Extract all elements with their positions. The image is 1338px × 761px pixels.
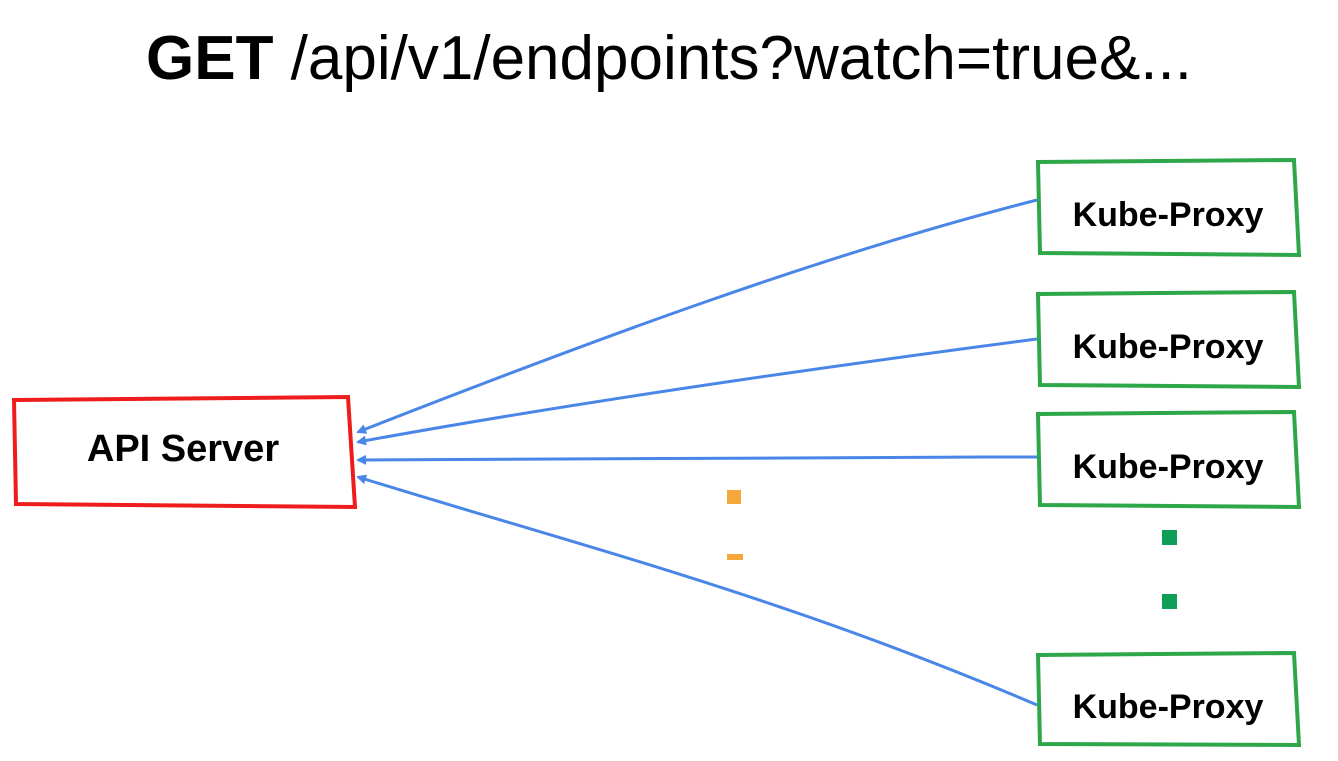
ellipsis-dot xyxy=(727,490,741,504)
kube-proxy-label: Kube-Proxy xyxy=(1073,688,1264,726)
api-server-node: API Server xyxy=(11,394,358,510)
ellipsis-dot xyxy=(727,554,743,560)
kube-proxy-box xyxy=(1035,157,1302,258)
kube-proxy-node: Kube-Proxy xyxy=(1035,289,1302,390)
ellipsis-dot xyxy=(1162,594,1177,609)
ellipsis-dot xyxy=(1162,530,1177,545)
page-title: GET /api/v1/endpoints?watch=true&... xyxy=(0,22,1338,96)
kube-proxy-label: Kube-Proxy xyxy=(1073,448,1264,486)
kube-proxy-label: Kube-Proxy xyxy=(1073,328,1264,366)
kube-proxy-box xyxy=(1035,289,1302,390)
api-server-label: API Server xyxy=(87,428,279,470)
kube-proxy-label: Kube-Proxy xyxy=(1073,196,1264,234)
kube-proxy-node: Kube-Proxy xyxy=(1035,157,1302,258)
api-server-box xyxy=(11,394,358,510)
watch-arrow xyxy=(356,474,1038,707)
watch-arrow xyxy=(356,337,1038,446)
watch-arrow xyxy=(356,198,1038,434)
kube-proxy-node: Kube-Proxy xyxy=(1035,409,1302,510)
watch-arrow xyxy=(356,454,1038,465)
http-method: GET xyxy=(146,24,274,93)
kube-proxy-node: Kube-Proxy xyxy=(1035,650,1302,748)
endpoint-path: /api/v1/endpoints?watch=true&... xyxy=(273,24,1192,93)
kube-proxy-box xyxy=(1035,409,1302,510)
kube-proxy-box xyxy=(1035,650,1302,748)
